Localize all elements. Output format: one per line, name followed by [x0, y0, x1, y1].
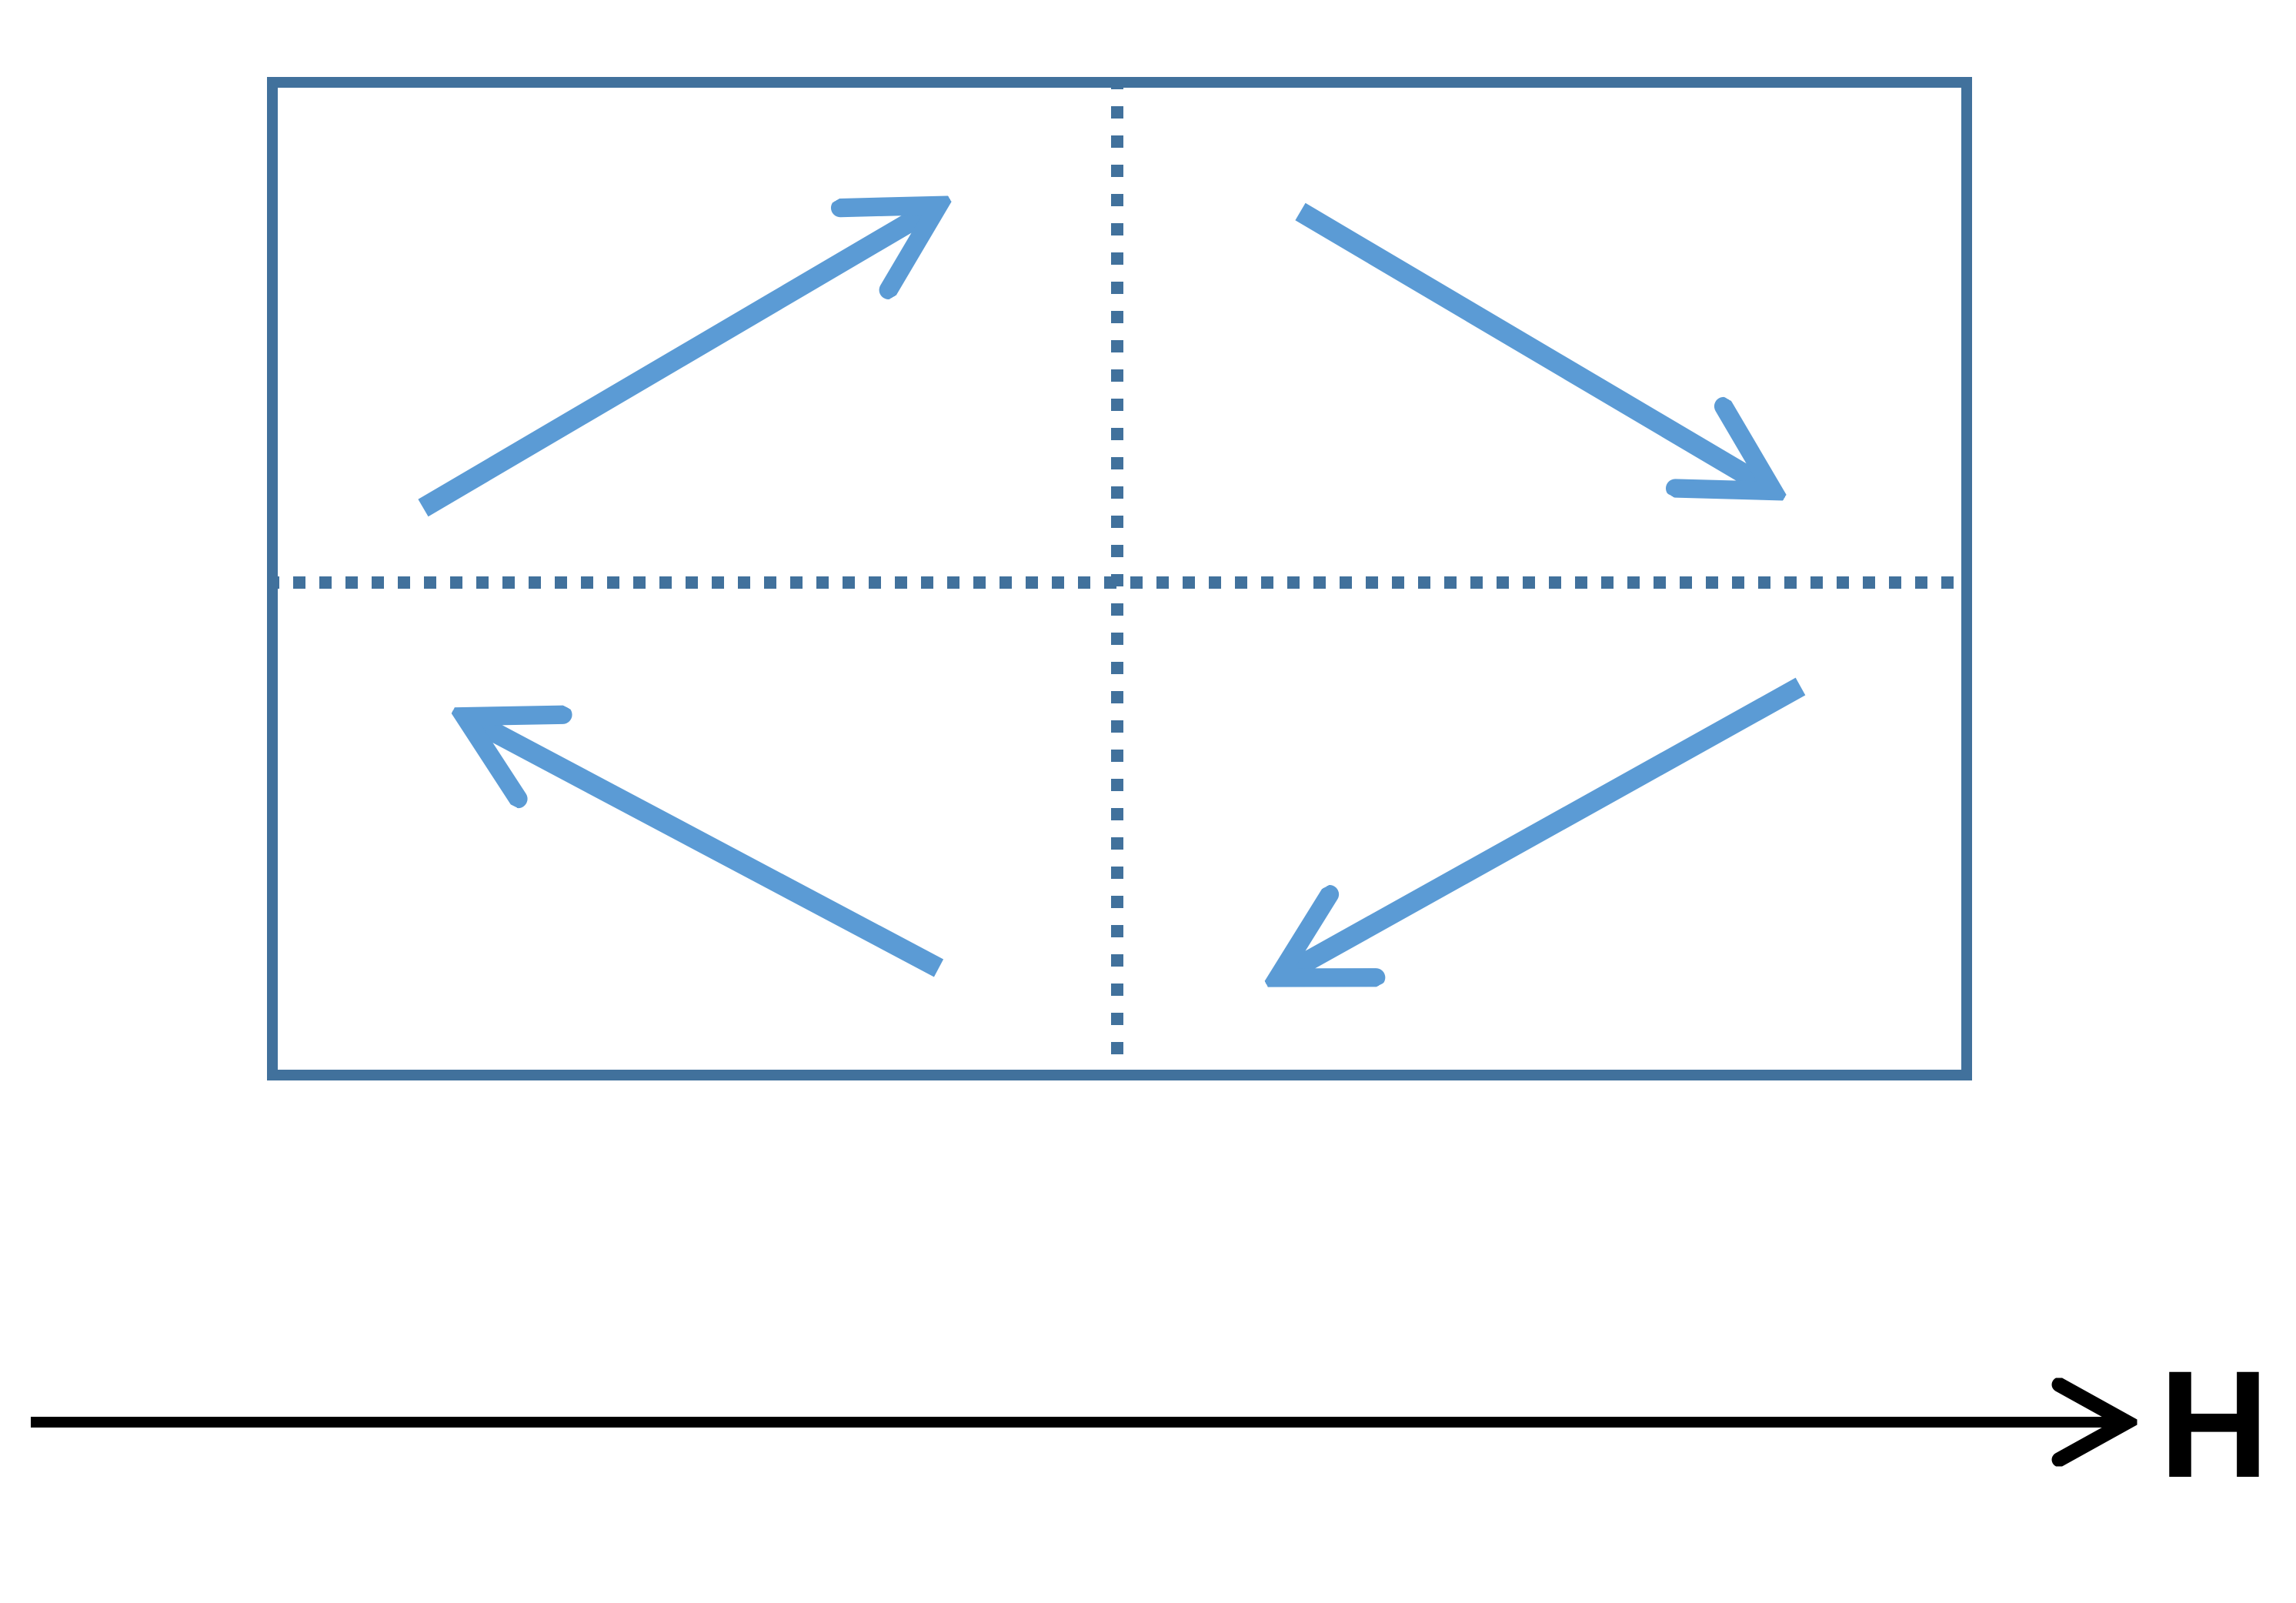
h-axis-label: H: [2159, 1339, 2269, 1509]
arrow-lower-right-quadrant: [1280, 677, 1806, 977]
arrow-upper-right-quadrant: [1295, 202, 1772, 490]
arrow-lower-left-quadrant: [466, 717, 944, 977]
arrow-upper-left-quadrant: [418, 206, 937, 517]
